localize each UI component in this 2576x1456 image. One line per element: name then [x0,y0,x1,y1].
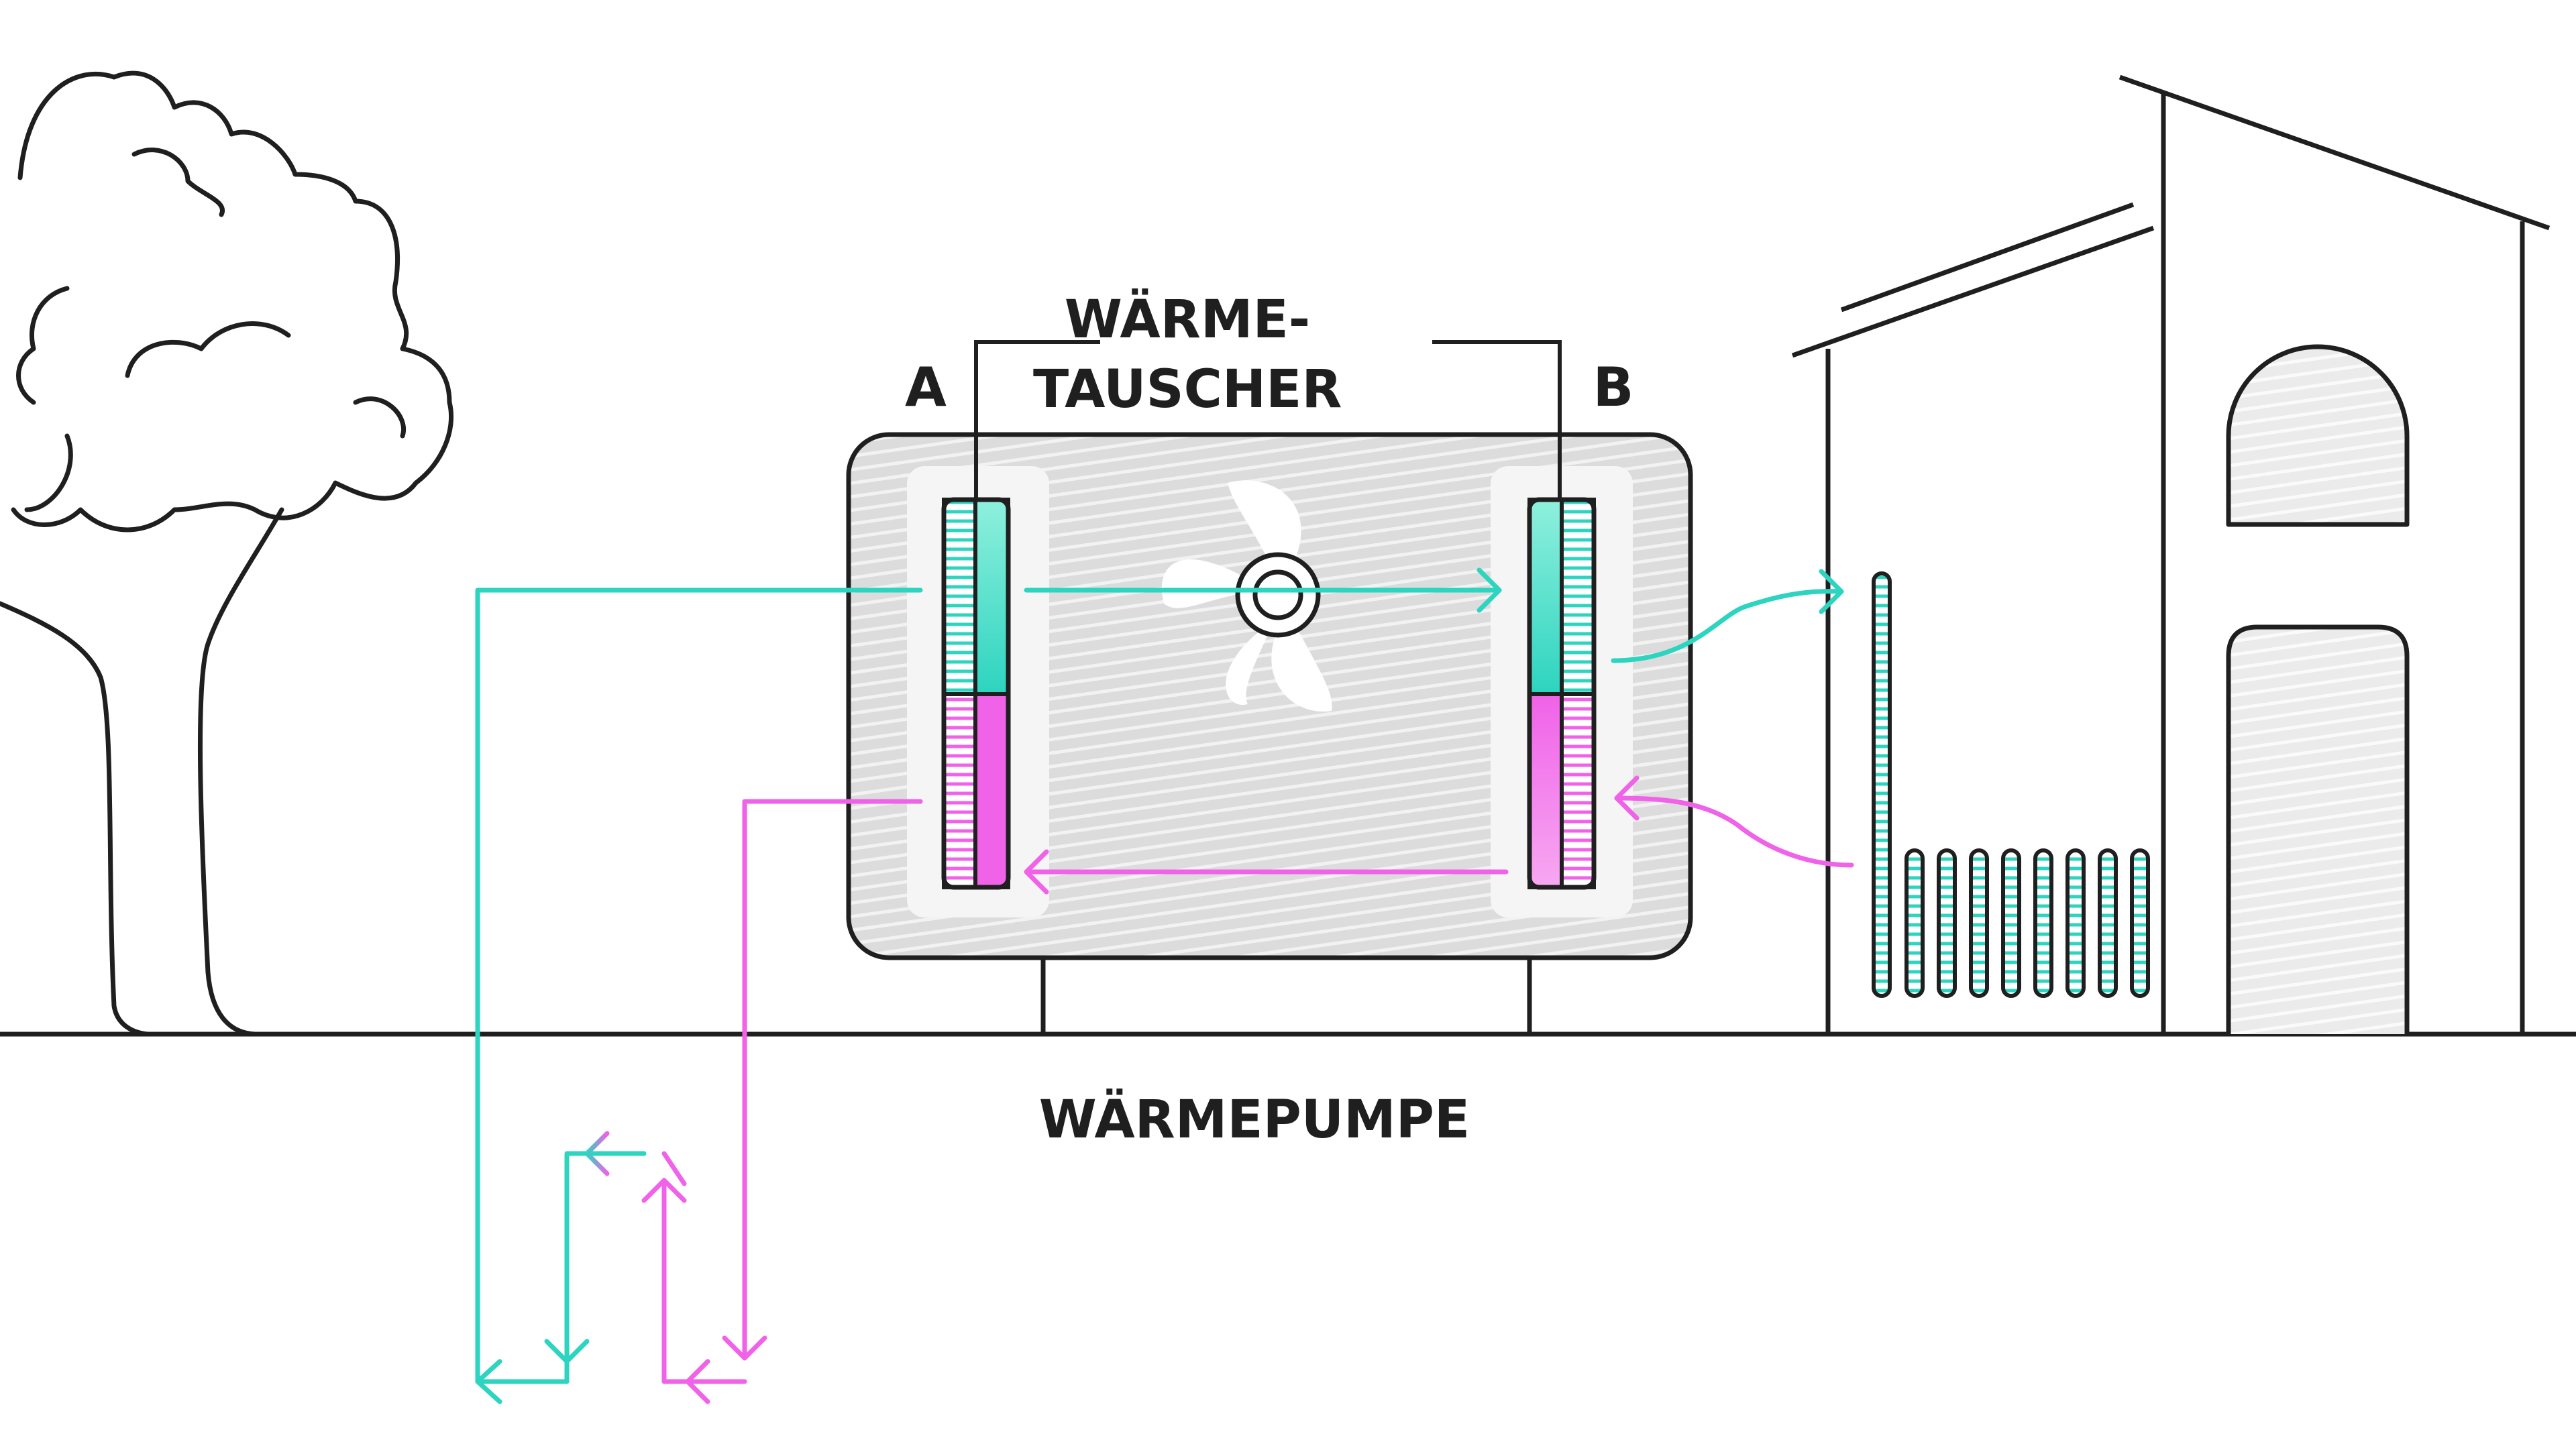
heat-exchanger-bracket [974,340,1562,500]
heat-exchanger-label-line2: TAUSCHER [1033,359,1342,420]
heat-exchanger-b [1527,497,1597,890]
exchanger-a-label: A [905,356,947,418]
heat-exchanger-label: WÄRME- TAUSCHER [1033,285,1342,425]
heat-exchanger-a [941,497,1011,890]
house-icon [1791,74,2551,1034]
warm-flow-lines [641,775,1854,1404]
exchanger-b-label: B [1593,356,1634,418]
heat-pump-label: WÄRMEPUMPE [1038,1090,1470,1150]
tree-icon [0,70,454,1037]
heat-exchanger-label-line1: WÄRME- [1064,290,1311,350]
radiator-icon [1872,571,2150,998]
fan-icon [1161,480,1332,712]
